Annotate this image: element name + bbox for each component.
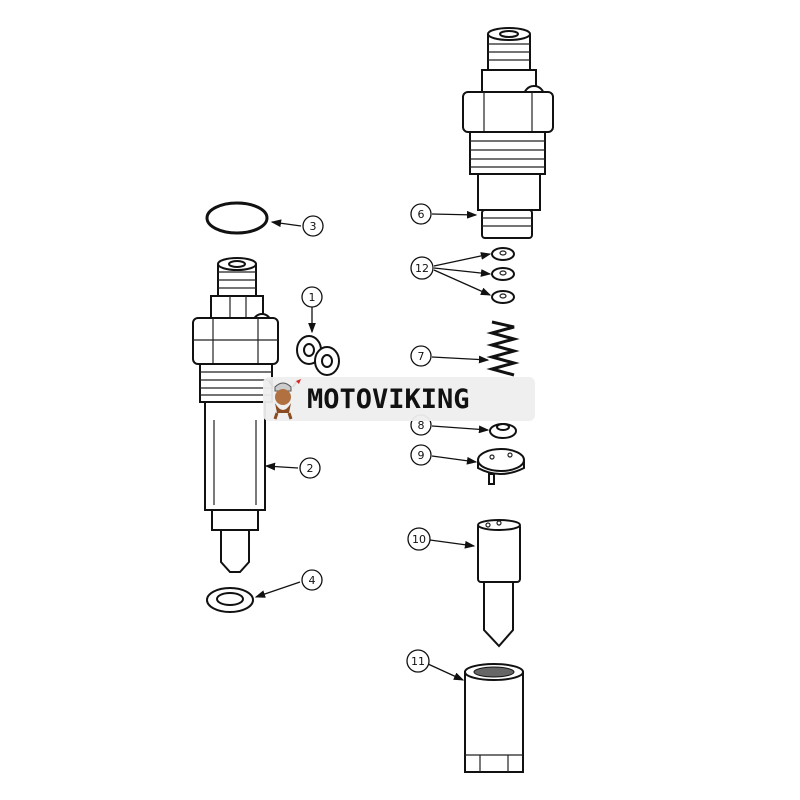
callout-12: 12 <box>410 256 434 280</box>
callout-3: 3 <box>302 215 324 237</box>
svg-text:3: 3 <box>310 220 317 233</box>
svg-text:12: 12 <box>415 262 429 275</box>
callout-4: 4 <box>301 569 323 591</box>
callout-7: 7 <box>410 345 432 367</box>
nozzle-nut-part-11 <box>464 663 524 773</box>
svg-text:9: 9 <box>418 449 425 462</box>
intermediate-plate-part-9 <box>477 448 525 485</box>
svg-text:2: 2 <box>307 462 314 475</box>
svg-text:11: 11 <box>411 655 425 668</box>
svg-text:10: 10 <box>412 533 426 546</box>
svg-text:8: 8 <box>418 419 425 432</box>
leader-lines <box>254 210 492 681</box>
svg-text:1: 1 <box>309 291 316 304</box>
callout-6: 6 <box>410 203 432 225</box>
washer-part-4 <box>206 587 254 613</box>
callout-10: 10 <box>407 527 431 551</box>
watermark: MOTOVIKING <box>263 377 535 421</box>
watermark-text: MOTOVIKING <box>307 383 470 415</box>
callout-2: 2 <box>299 457 321 479</box>
callout-9: 9 <box>410 444 432 466</box>
injector-holder-part-6 <box>462 27 554 239</box>
washers-part-1 <box>296 335 340 376</box>
svg-text:4: 4 <box>309 574 316 587</box>
spring-part-7 <box>486 320 520 377</box>
nozzle-part-10 <box>477 519 521 648</box>
spacer-part-8 <box>489 423 517 439</box>
viking-mascot-icon <box>268 379 301 420</box>
svg-text:7: 7 <box>418 350 425 363</box>
svg-text:6: 6 <box>418 208 425 221</box>
o-ring-part-3 <box>205 201 269 235</box>
callout-11: 11 <box>406 649 430 673</box>
shims-part-12 <box>491 247 515 304</box>
left-injector-assembly <box>192 257 279 573</box>
callout-1: 1 <box>301 286 323 308</box>
